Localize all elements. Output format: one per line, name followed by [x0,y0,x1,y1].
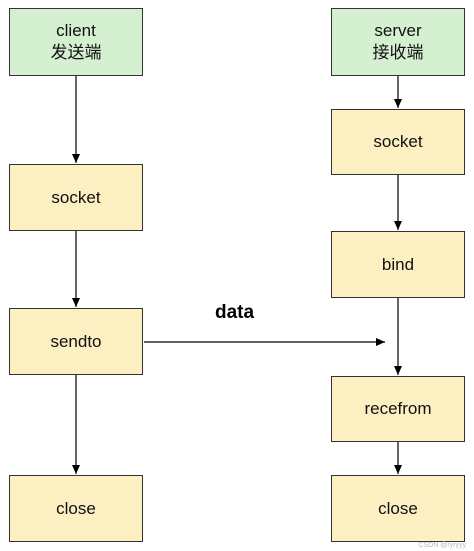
client-close-label: close [56,498,96,518]
server-label: server [374,21,422,40]
recefrom-node: recefrom [331,376,465,442]
bind-node: bind [331,231,465,298]
client-label: client [56,21,96,40]
client-sender-label: 发送端 [50,43,102,62]
watermark: CSDN @ryryyy [418,542,466,549]
client-socket-node: socket [9,164,143,231]
sendto-label: sendto [50,331,102,351]
sendto-node: sendto [9,308,143,375]
bind-label: bind [381,254,415,274]
server-receiver-label: 接收端 [372,43,424,62]
server-close-node: close [331,475,465,542]
client-socket-label: socket [51,187,101,207]
server-socket-label: socket [373,132,423,151]
server-socket-node: socket [331,109,465,175]
data-edge-label: data [215,302,255,323]
client-close-node: close [9,475,143,542]
client-sender-node: client 发送端 [9,8,143,76]
server-receiver-node: server 接收端 [331,8,465,76]
server-close-label: close [378,498,418,518]
recefrom-label: recefrom [364,399,432,418]
